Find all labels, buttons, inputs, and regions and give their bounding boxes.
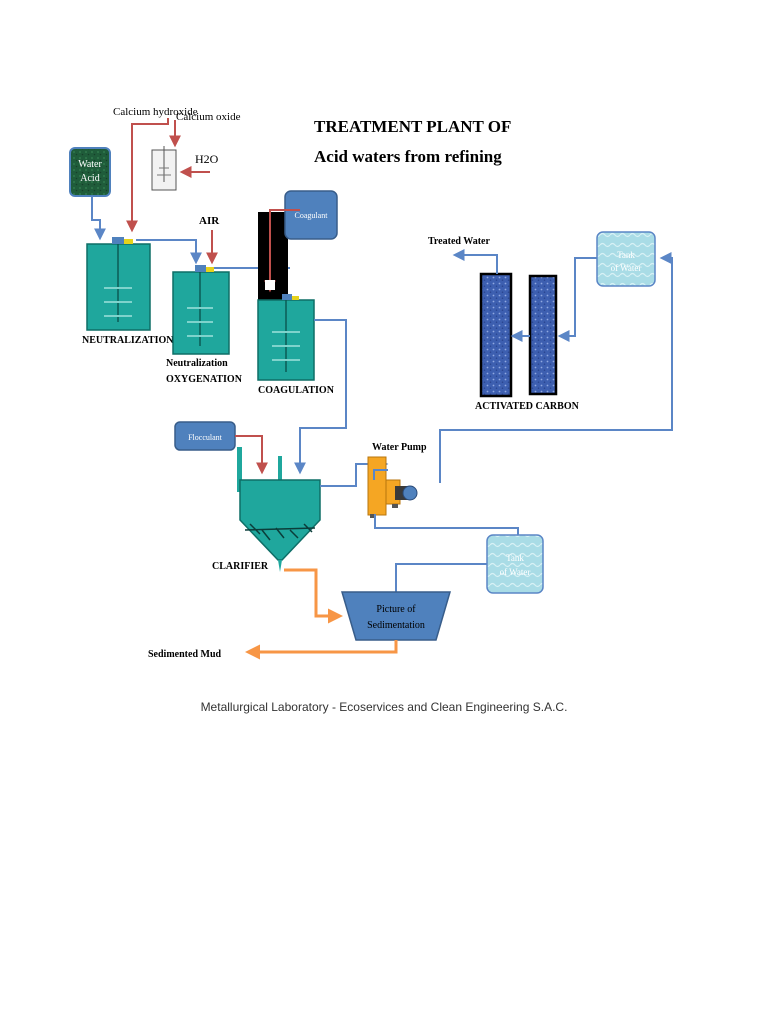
water-acid-label-1: Water (78, 159, 102, 170)
sedimentation-label-1: Picture of (376, 604, 416, 615)
calcium-hydroxide-flow (126, 118, 169, 233)
water-pump-label: Water Pump (372, 442, 427, 453)
water-pump (367, 456, 418, 518)
coagulation-tank (257, 294, 315, 381)
coagulant-box: Coagulant (284, 190, 338, 240)
flocculant-box: Flocculant (174, 421, 236, 451)
tank-of-water-upper: Tank of Water (596, 231, 656, 287)
calcium-oxide-label: Calcium oxide (176, 111, 241, 123)
flocculant-label: Flocculant (188, 433, 223, 442)
activated-carbon-label: ACTIVATED CARBON (475, 401, 580, 412)
activated-carbon-column-1 (479, 272, 513, 398)
calcium-hydroxide-label: Calcium hydroxide (113, 106, 198, 118)
tank-of-water-lower: Tank of Water (486, 534, 544, 594)
neutralization-label: NEUTRALIZATION (82, 335, 174, 346)
sedimentation-box: Picture of Sedimentation (341, 591, 451, 641)
treated-water-label: Treated Water (428, 236, 490, 247)
clarifier (237, 447, 321, 572)
tank-of-water-lower-label-1: Tank (506, 553, 524, 563)
coagulant-flow (264, 209, 300, 293)
activated-carbon-column-2 (528, 274, 558, 396)
water-acid-box: Water Acid (69, 147, 111, 197)
sedimented-mud-flow (245, 640, 398, 660)
upper-tank-to-carbon-flow (557, 257, 597, 342)
oxygenation-label-2: OXYGENATION (166, 374, 243, 385)
clarifier-to-sedimentation-flow (284, 568, 343, 624)
footer-credit: Metallurgical Laboratory - Ecoservices a… (200, 700, 568, 714)
h2o-label: H2O (195, 152, 219, 166)
oxygenation-tank (172, 265, 230, 355)
tank-of-water-lower-label-2: of Water (500, 567, 531, 577)
sedimentation-label-2: Sedimentation (367, 620, 425, 631)
coagulant-label: Coagulant (295, 211, 329, 220)
mixing-vessel (151, 146, 177, 191)
water-acid-label-2: Acid (80, 173, 99, 184)
treated-water-flow (452, 249, 498, 274)
oxygenation-label-1: Neutralization (166, 358, 228, 369)
title-line-2: Acid waters from refining (314, 147, 502, 166)
air-label: AIR (199, 215, 220, 227)
coagulation-label: COAGULATION (258, 385, 335, 396)
sedimented-mud-label: Sedimented Mud (148, 649, 222, 660)
title-line-1: TREATMENT PLANT OF (314, 117, 511, 136)
coagulation-to-clarifier-flow (294, 319, 347, 475)
flocculant-flow (235, 435, 268, 475)
sedimentation-to-lower-tank-flow (395, 563, 487, 592)
tank-of-water-upper-label-2: of Water (611, 263, 642, 273)
neutralization-to-oxygenation-flow (136, 239, 202, 265)
water-acid-flow (91, 196, 106, 241)
tank-of-water-upper-label-1: Tank (617, 250, 635, 260)
coagulant-column (258, 212, 288, 308)
neutralization-tank (86, 237, 151, 331)
pump-to-carbon-flow (439, 252, 673, 483)
clarifier-label: CLARIFIER (212, 561, 269, 572)
pump-recirculation-flow (373, 469, 388, 480)
